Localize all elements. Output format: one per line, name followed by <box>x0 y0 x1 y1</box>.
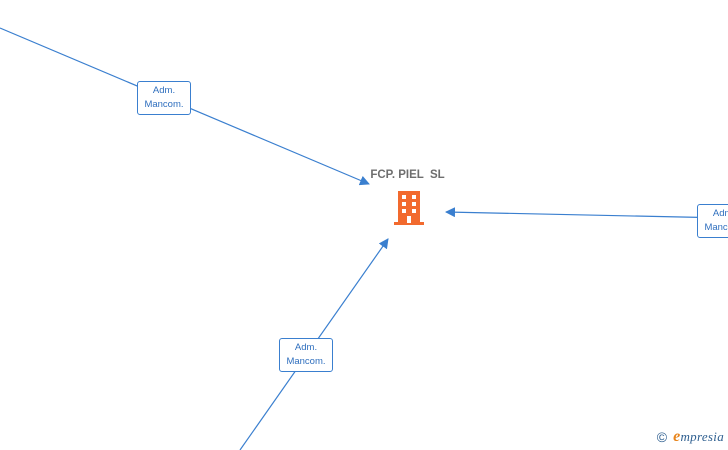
watermark: © empresia <box>657 428 724 446</box>
relation-role-line1: Adm. <box>712 208 728 219</box>
relation-role-line2: Mancom. <box>704 222 728 233</box>
copyright-symbol: © <box>656 429 668 445</box>
relation-role-line1: Adm. <box>152 85 176 96</box>
brand-rest: mpresia <box>680 429 724 444</box>
relation-label-right[interactable]: Adm. Mancom. <box>697 204 728 238</box>
relation-role-line2: Mancom. <box>286 356 326 367</box>
company-name[interactable]: FCP. PIEL SL <box>370 169 445 181</box>
edge-right <box>445 207 728 219</box>
relation-role-line2: Mancom. <box>144 99 184 110</box>
building-icon[interactable] <box>392 190 426 226</box>
relation-role-line1: Adm. <box>294 342 318 353</box>
relation-label-top-left[interactable]: Adm. Mancom. <box>137 81 191 115</box>
relation-label-bottom-left[interactable]: Adm. Mancom. <box>279 338 333 372</box>
brand-logo: empresia <box>673 428 724 445</box>
brand-initial: e <box>673 428 681 445</box>
